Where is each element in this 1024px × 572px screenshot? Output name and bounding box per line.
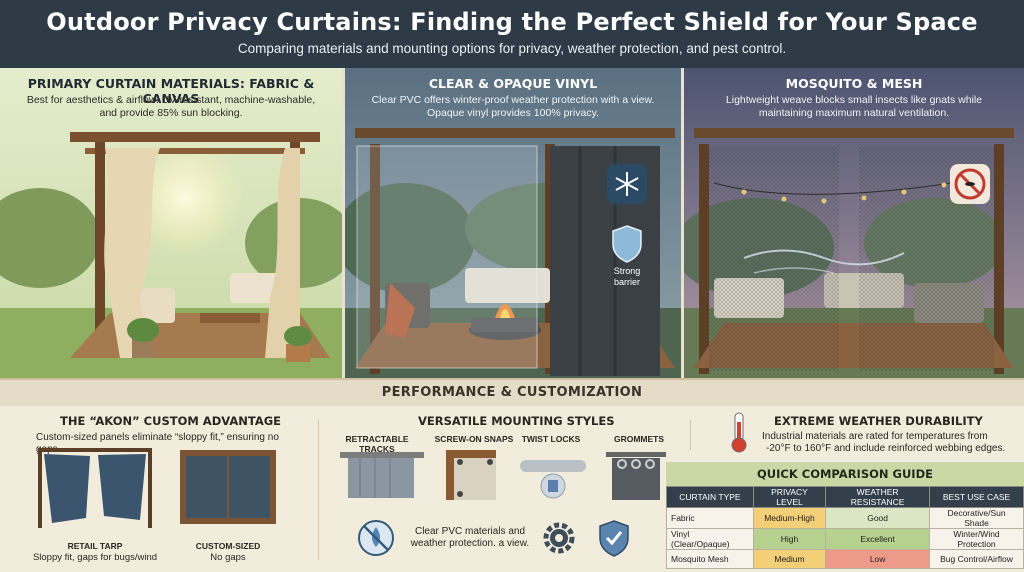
- panel-desc-mesh: Lightweight weave blocks small insects l…: [725, 94, 983, 119]
- panel-divider: [342, 68, 345, 378]
- strong-barrier-label: Strong barrier: [613, 266, 641, 287]
- panel-mesh: MOSQUITO & MESH Lightweight weave blocks…: [684, 68, 1024, 378]
- page-title: Outdoor Privacy Curtains: Finding the Pe…: [46, 8, 978, 36]
- mounting-illustrations: [340, 450, 666, 500]
- grommet-icon: [606, 452, 666, 500]
- thermometer-icon: [731, 412, 747, 453]
- table-row: Vinyl (Clear/Opaque) High Excellent Wint…: [666, 528, 1024, 550]
- table-cell: High: [752, 528, 827, 550]
- comparison-title: QUICK COMPARISON GUIDE: [666, 462, 1024, 486]
- retail-tarp-caption: Sloppy fit, gaps for bugs/wind: [32, 552, 158, 563]
- header: Outdoor Privacy Curtains: Finding the Pe…: [0, 0, 1024, 68]
- mounting-note: Clear PVC materials and weather protecti…: [410, 526, 530, 549]
- panel-title-vinyl: CLEAR & OPAQUE VINYL: [428, 76, 598, 91]
- panel-fabric: PRIMARY CURTAIN MATERIALS: FABRIC & CANV…: [0, 68, 342, 378]
- table-cell: Excellent: [825, 528, 931, 550]
- table-row: Mosquito Mesh Medium Low Bug Control/Air…: [666, 549, 1024, 569]
- table-cell: Bug Control/Airflow: [929, 549, 1024, 569]
- snowflake-icon: [607, 164, 647, 204]
- panel-title-fabric: PRIMARY CURTAIN MATERIALS: FABRIC & CANV…: [27, 76, 315, 106]
- table-cell: Medium: [752, 549, 827, 569]
- panel-desc-fabric: Best for aesthetics & airflow. UV-resist…: [26, 94, 316, 119]
- twist-lock-icon: [520, 460, 586, 499]
- table-cell: Medium-High: [752, 507, 827, 529]
- custom-sized-illustration: [180, 450, 276, 524]
- panel-vinyl: CLEAR & OPAQUE VINYL Clear PVC offers wi…: [345, 68, 681, 378]
- vinyl-scene-illustration: [345, 68, 681, 378]
- panel-desc-vinyl: Clear PVC offers winter-proof weather pr…: [371, 94, 655, 119]
- table-cell: Mosquito Mesh: [666, 549, 754, 569]
- column-header: WEATHER RESISTANCE: [825, 486, 931, 508]
- mount-label-grommets: GROMMETS: [613, 434, 665, 444]
- panel-title-mesh: MOSQUITO & MESH: [785, 76, 923, 91]
- shield-icon: [612, 225, 642, 263]
- fabric-scene-illustration: [0, 68, 342, 378]
- table-cell: Vinyl (Clear/Opaque): [666, 528, 754, 550]
- mesh-scene-illustration: [684, 68, 1024, 378]
- panel-divider: [681, 68, 684, 378]
- shield-check-icon: [599, 520, 629, 557]
- table-cell: Fabric: [666, 507, 754, 529]
- section-band: PERFORMANCE & CUSTOMIZATION: [0, 378, 1024, 406]
- section-divider: [318, 420, 319, 560]
- table-row: Fabric Medium-High Good Decorative/Sun S…: [666, 507, 1024, 529]
- no-water-icon: [358, 520, 394, 556]
- retractable-track-icon: [340, 452, 424, 498]
- table-cell: Decorative/Sun Shade: [929, 507, 1024, 529]
- mounting-title: VERSATILE MOUNTING STYLES: [418, 414, 615, 428]
- mount-label-retractable: RETRACTABLE TRACKS: [345, 434, 409, 454]
- akon-fit-illustration: [38, 448, 276, 528]
- column-header: CURTAIN TYPE: [666, 486, 754, 508]
- mount-label-twist: TWIST LOCKS: [521, 434, 581, 444]
- table-cell: Winter/Wind Protection: [929, 528, 1024, 550]
- table-header-row: CURTAIN TYPE PRIVACY LEVEL WEATHER RESIS…: [666, 486, 1024, 508]
- akon-title: THE “AKON” CUSTOM ADVANTAGE: [60, 414, 282, 428]
- table-cell: Low: [825, 549, 931, 569]
- custom-sized-caption: No gaps: [210, 552, 246, 563]
- column-header: PRIVACY LEVEL: [752, 486, 827, 508]
- table-cell: Good: [825, 507, 931, 529]
- weather-title: EXTREME WEATHER DURABILITY: [774, 414, 983, 428]
- weather-text-line1: Industrial materials are rated for tempe…: [762, 431, 988, 442]
- section-band-title: PERFORMANCE & CUSTOMIZATION: [381, 385, 643, 400]
- no-mosquito-icon: [950, 164, 990, 204]
- retail-tarp-illustration: [38, 448, 152, 528]
- comparison-table: CURTAIN TYPE PRIVACY LEVEL WEATHER RESIS…: [666, 486, 1024, 569]
- section-divider: [690, 420, 691, 450]
- mount-label-snaps: SCREW-ON SNAPS: [434, 434, 514, 444]
- gear-icon: [543, 522, 575, 554]
- retail-tarp-label: RETAIL TARP: [67, 541, 123, 551]
- custom-sized-label: CUSTOM-SIZED: [195, 541, 261, 551]
- screw-on-snap-icon: [446, 450, 496, 500]
- weather-text-line2: -20°F to 160°F and include reinforced we…: [766, 443, 1006, 454]
- page-subtitle: Comparing materials and mounting options…: [237, 41, 787, 56]
- column-header: BEST USE CASE: [929, 486, 1024, 508]
